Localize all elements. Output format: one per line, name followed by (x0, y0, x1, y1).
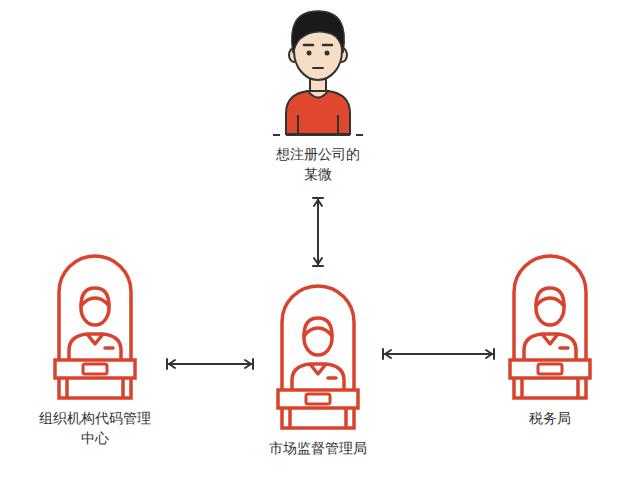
name-plate (306, 394, 330, 404)
pocket (328, 376, 336, 380)
name-plate (538, 364, 562, 374)
office-node: 税务局 (508, 250, 592, 428)
double-arrow (317, 198, 319, 266)
node-label: 税务局 (527, 408, 573, 428)
shoulders (292, 364, 344, 390)
pocket (105, 346, 113, 350)
node-label: 组织机构代码管理 中心 (37, 408, 153, 448)
collar (87, 334, 103, 344)
counter (510, 360, 590, 378)
clerk-icon (508, 250, 592, 402)
clerk-icon (53, 250, 137, 402)
counter (55, 360, 135, 378)
hair (292, 11, 345, 53)
node-label: 想注册公司的 某微 (274, 144, 362, 184)
counter-base (290, 408, 346, 428)
collar (542, 334, 558, 344)
office-node: 组织机构代码管理 中心 (37, 250, 153, 448)
shoulders (524, 334, 576, 360)
hair (536, 288, 564, 306)
person-icon (268, 3, 368, 138)
name-plate (83, 364, 107, 374)
counter (278, 390, 358, 408)
clerk-icon (276, 280, 360, 432)
counter-base (67, 378, 123, 398)
collar (310, 364, 326, 374)
eye (307, 51, 312, 56)
person-node: 想注册公司的 某微 (268, 3, 368, 184)
pocket (560, 346, 568, 350)
collar (308, 91, 328, 98)
eye (325, 51, 330, 56)
shoulders (69, 334, 121, 360)
double-arrow (383, 353, 494, 355)
double-arrow (167, 363, 253, 365)
node-label: 市场监督管理局 (267, 438, 369, 458)
brows (304, 44, 332, 47)
arms (298, 115, 338, 134)
mouth (313, 67, 323, 69)
hair (304, 318, 332, 336)
office-node: 市场监督管理局 (267, 280, 369, 458)
hair (81, 288, 109, 306)
counter-base (522, 378, 578, 398)
shirt (286, 91, 350, 134)
